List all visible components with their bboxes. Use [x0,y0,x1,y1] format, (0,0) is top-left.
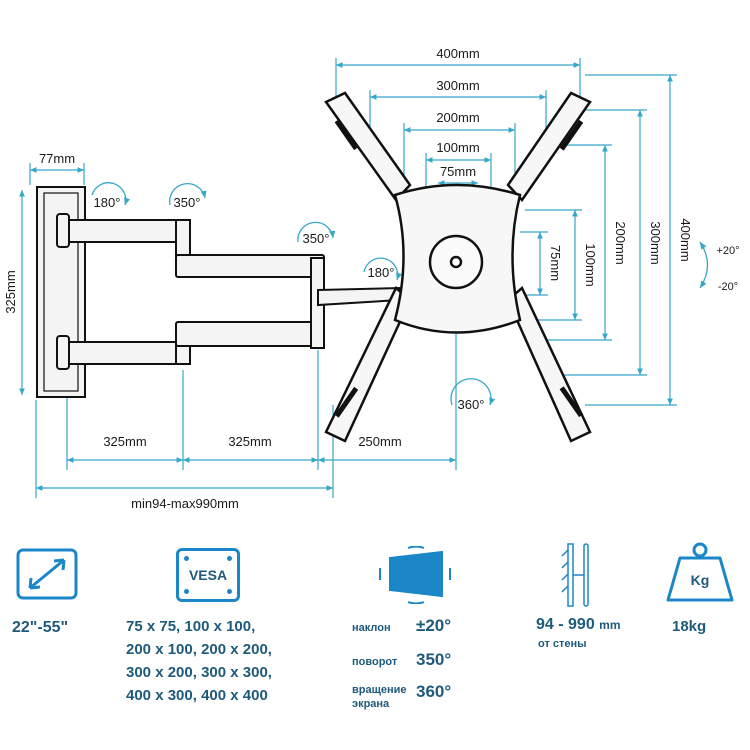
dim-300-vert: 300mm [648,221,663,264]
weight-icon [666,542,734,602]
dim-arm-1: 325mm [103,434,146,449]
dim-arm-3: 250mm [358,434,401,449]
rot-350-mid: 350° [303,231,330,246]
dimension-lines [19,58,677,498]
tilt-value: ±20° [416,616,452,635]
distance-note: от стены [538,638,587,650]
vesa-line-1: 75 x 75, 100 x 100, [126,618,256,635]
screen-size-value: 22"-55" [12,619,69,636]
mount-arms [56,213,401,370]
rotation-markers [91,182,709,406]
weight-value: 18kg [672,618,707,635]
rotate-label-2: экрана [352,698,390,710]
vesa-icon: VESA [176,548,240,602]
swivel-label: поворот [352,656,398,668]
vesa-line-3: 300 x 200, 300 x 300, [126,664,272,681]
rot-180-mid: 180° [368,265,395,280]
vesa-line-4: 400 x 300, 400 x 400 [126,687,268,704]
dim-range: min94-max990mm [131,496,239,511]
rotate-value: 360° [416,682,452,701]
vesa-list: 75 x 75, 100 x 100, 200 x 100, 200 x 200… [126,615,326,707]
dim-77: 77mm [39,151,75,166]
dim-400-top: 400mm [436,46,479,61]
dim-75-vert: 75mm [548,245,563,281]
dim-100-top: 100mm [436,140,479,155]
dim-75-top: 75mm [440,164,476,179]
distance-number: 94 - 990 [536,616,595,633]
dim-arm-2: 325mm [228,434,271,449]
dim-100-vert: 100mm [583,243,598,286]
tilt-minus: -20° [718,281,738,293]
distance-value: 94 - 990 mm [536,616,621,634]
rot-360: 360° [458,397,485,412]
dim-200-top: 200mm [436,110,479,125]
tilt-label: наклон [352,622,391,634]
vesa-bracket [324,91,592,443]
tilt-plus: +20° [716,245,739,257]
distance-unit: mm [599,618,621,632]
wall-distance-icon [561,543,589,607]
dim-325-side: 325mm [3,270,18,313]
dim-200-vert: 200mm [613,221,628,264]
vesa-line-2: 200 x 100, 200 x 200, [126,641,272,658]
swivel-value: 350° [416,650,452,669]
weight-icon-label: Kg [690,572,710,588]
rot-180-left: 180° [94,195,121,210]
tilt-swivel-icon [379,546,451,604]
rot-350-top: 350° [174,195,201,210]
rotation-labels: 180° 350° 350° 180° 360° +20° -20° [94,195,740,412]
vesa-icon-label: VESA [188,567,228,583]
screen-size-icon [16,548,78,600]
dim-400-vert: 400mm [678,218,693,261]
dim-300-top: 300mm [436,78,479,93]
mount-diagram: 400mm 300mm 200mm 100mm 75mm 77mm 325mm … [3,46,740,511]
dimension-labels: 400mm 300mm 200mm 100mm 75mm 77mm 325mm … [3,46,693,511]
rotate-label-1: вращение [352,684,407,696]
bracket-slots [334,119,584,418]
